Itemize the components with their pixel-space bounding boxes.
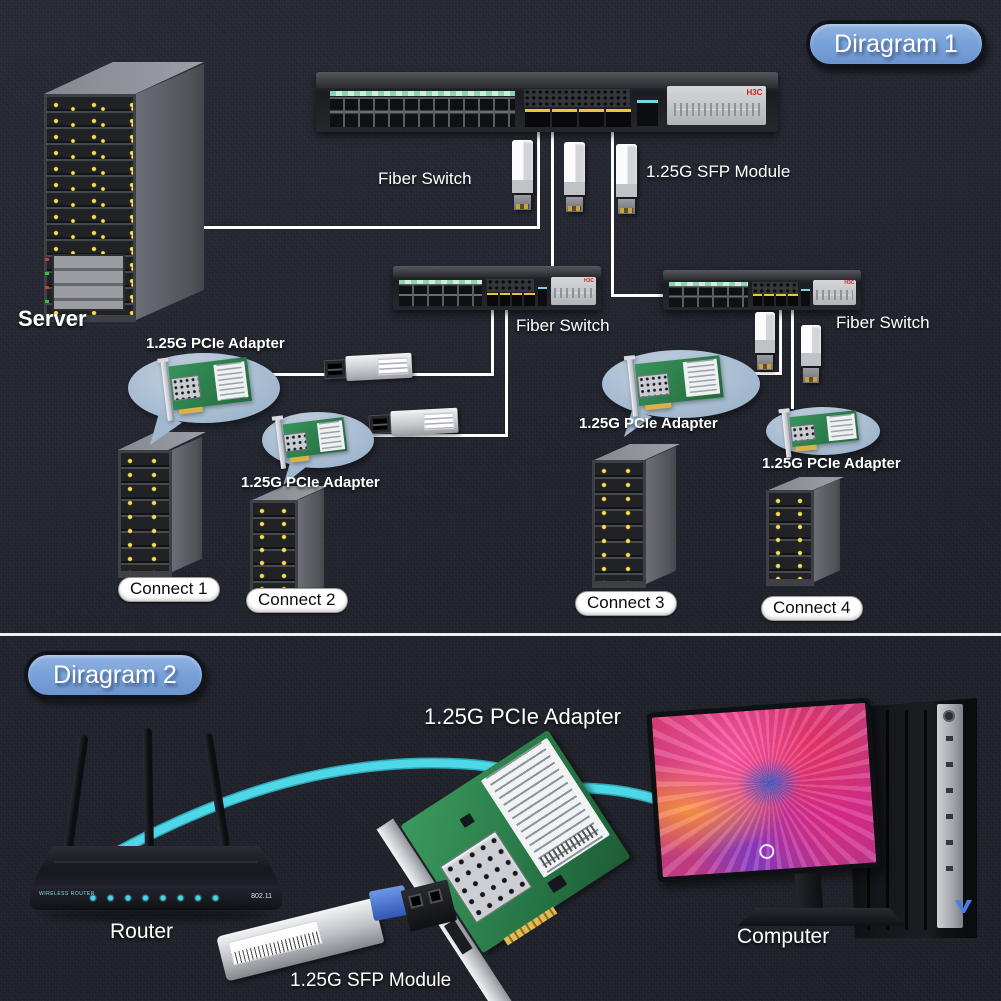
line-core-to-right-switch-v: [611, 132, 614, 297]
connect4-badge: Connect 4: [761, 596, 863, 621]
switch-brand-logo: H3C: [746, 88, 763, 98]
line-rightswitch-to-adapter3: [744, 372, 782, 375]
connect1-badge: Connect 1: [118, 577, 220, 602]
pcie-adapter-card: [274, 415, 348, 469]
sfp-module-vertical: [564, 142, 585, 212]
switch-vent-grille: [523, 89, 631, 108]
diagram2-badge: Diragram 2: [24, 651, 206, 699]
card-chip: [459, 813, 475, 829]
pcie-adapter-card: [626, 355, 725, 417]
router-antenna: [63, 734, 89, 855]
switch-info-panel: H3C: [667, 86, 767, 125]
card-chip: [546, 874, 567, 894]
computer-label: Computer: [737, 925, 830, 948]
switch-vent-grille: [752, 281, 798, 294]
sfp-module-label-bottom: 1.25G SFP Module: [290, 970, 452, 991]
line-rightswitch-port1-v: [779, 302, 782, 375]
switch-mgmt-port: [800, 288, 810, 306]
sfp-module-label-top: 1.25G SFP Module: [646, 162, 791, 181]
diagram1-badge: Diragram 1: [806, 20, 986, 68]
switch-info-panel: H3C: [813, 279, 857, 306]
router-antenna: [203, 732, 230, 847]
left-fiber-switch: H3C: [393, 266, 601, 310]
switch-port-label-strip: [399, 279, 483, 284]
switch-mgmt-port: [637, 100, 659, 126]
switch-rj45-ports: [668, 286, 749, 307]
card-gold-fingers: [503, 906, 558, 946]
monitor: [646, 695, 906, 930]
sfp-module-horizontal: [323, 352, 413, 383]
router-label: Router: [110, 920, 174, 943]
line-rightswitch-to-adapter4: [791, 302, 794, 409]
switch-brand-logo: H3C: [584, 277, 595, 284]
monitor-bezel: [646, 697, 882, 883]
server-drive-bays: [45, 253, 126, 311]
sfp-body: [216, 897, 385, 982]
server-side-face: [136, 63, 204, 320]
switch-top-bevel: [663, 270, 861, 281]
core-switch-label: Fiber Switch: [378, 169, 472, 188]
switch-brand-logo: H3C: [844, 280, 855, 287]
line-core-to-right-switch-h: [611, 294, 665, 297]
router-front-left-text: WIRELESS ROUTER: [39, 891, 95, 897]
router-shadow: [40, 910, 270, 920]
switch-top-bevel: [393, 266, 601, 278]
line-core-to-left-switch: [551, 130, 554, 272]
adapter3-label: 1.25G PCIe Adapter: [579, 415, 718, 432]
switch-top-bevel: [316, 72, 778, 88]
line-core-port1: [537, 130, 540, 229]
server-label: Server: [18, 306, 87, 331]
monitor-stand-base: [738, 908, 906, 926]
switch-vent-grille: [486, 278, 535, 292]
switch-sfp-slots: [487, 292, 535, 307]
sfp-module-vertical: [755, 312, 775, 370]
left-switch-label: Fiber Switch: [516, 316, 610, 335]
adapter4-label: 1.25G PCIe Adapter: [762, 455, 901, 472]
client-server-4: [764, 472, 856, 594]
diagram2-adapter-label: 1.25G PCIe Adapter: [424, 704, 621, 729]
section-divider: [0, 633, 1001, 636]
pcie-adapter-card: [781, 408, 860, 458]
switch-sfp-slots: [525, 108, 631, 127]
switch-sfp-slots: [752, 294, 798, 307]
right-fiber-switch: H3C: [663, 270, 861, 310]
line-leftswitch-port2-v: [505, 306, 508, 437]
router-status-leds: [88, 893, 228, 903]
connect3-badge: Connect 3: [575, 591, 677, 616]
server-tower: [40, 60, 210, 326]
pcie-adapter-card: [160, 356, 252, 422]
switch-port-label-strip: [668, 282, 749, 286]
client-server-3: [590, 438, 690, 590]
line-server-to-core: [202, 226, 540, 229]
adapter2-label: 1.25G PCIe Adapter: [241, 474, 380, 491]
client-server-1: [116, 428, 218, 580]
switch-rj45-ports: [399, 284, 483, 307]
router-antenna: [142, 727, 154, 855]
monitor-screen-wallpaper: [651, 702, 877, 878]
line-leftswitch-port1-v: [491, 306, 494, 376]
right-switch-label: Fiber Switch: [836, 313, 930, 332]
sfp-module-vertical: [616, 144, 637, 214]
hp-logo-icon: [759, 843, 776, 860]
sfp-lc-connector: [400, 879, 458, 932]
line-leftswitch-to-adapter2: [361, 434, 508, 437]
tower-front-panel: [937, 704, 963, 928]
core-fiber-switch: H3C: [316, 72, 778, 132]
sfp-module-horizontal: [368, 407, 459, 438]
switch-port-label-strip: [329, 90, 515, 96]
switch-info-panel: H3C: [551, 276, 596, 305]
server-front-face: [44, 94, 136, 322]
connect2-badge: Connect 2: [246, 588, 348, 613]
switch-rj45-ports: [329, 96, 515, 128]
sfp-module-vertical: [801, 325, 821, 383]
switch-mgmt-port: [537, 286, 548, 306]
adapter1-label: 1.25G PCIe Adapter: [146, 335, 285, 352]
sfp-module-vertical: [512, 140, 533, 210]
